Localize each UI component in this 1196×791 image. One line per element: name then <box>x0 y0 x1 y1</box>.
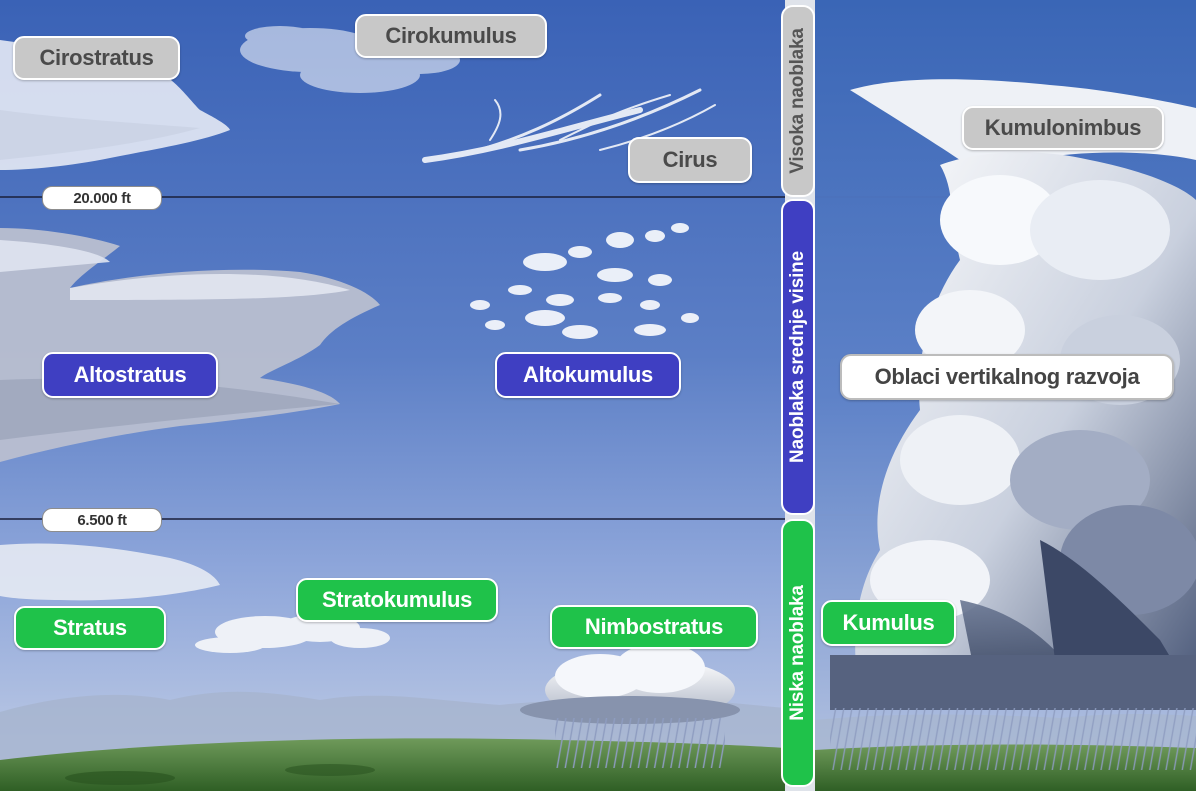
band-low-label: Niska naoblaka <box>787 585 808 721</box>
stratokumulus-cloud <box>195 614 390 653</box>
altokumulus-label: Altokumulus <box>495 352 681 398</box>
nimbostratus-cloud <box>520 643 740 768</box>
band-mid: Naoblaka srednje visine <box>781 199 815 515</box>
altokumulus-cloud <box>470 223 699 339</box>
altitude-20000-label: 20.000 ft <box>42 186 162 210</box>
cirokumulus-label: Cirokumulus <box>355 14 547 58</box>
kumulus-label: Kumulus <box>821 600 956 646</box>
band-mid-label: Naoblaka srednje visine <box>787 251 808 463</box>
cirokumulus-cloud <box>240 26 460 93</box>
stratus-cloud <box>0 543 220 601</box>
kumulonimbus-label: Kumulonimbus <box>962 106 1164 150</box>
altitude-6500-label: 6.500 ft <box>42 508 162 532</box>
band-high-label: Visoka naoblaka <box>787 28 808 174</box>
cirus-label: Cirus <box>628 137 752 183</box>
stratokumulus-label: Stratokumulus <box>296 578 498 622</box>
cirus-cloud <box>422 88 716 163</box>
altostratus-label: Altostratus <box>42 352 218 398</box>
band-low: Niska naoblaka <box>781 519 815 787</box>
stratus-label: Stratus <box>14 606 166 650</box>
band-high: Visoka naoblaka <box>781 5 815 197</box>
cirostratus-label: Cirostratus <box>13 36 180 80</box>
vertical-development-label: Oblaci vertikalnog razvoja <box>840 354 1174 400</box>
nimbostratus-label: Nimbostratus <box>550 605 758 649</box>
